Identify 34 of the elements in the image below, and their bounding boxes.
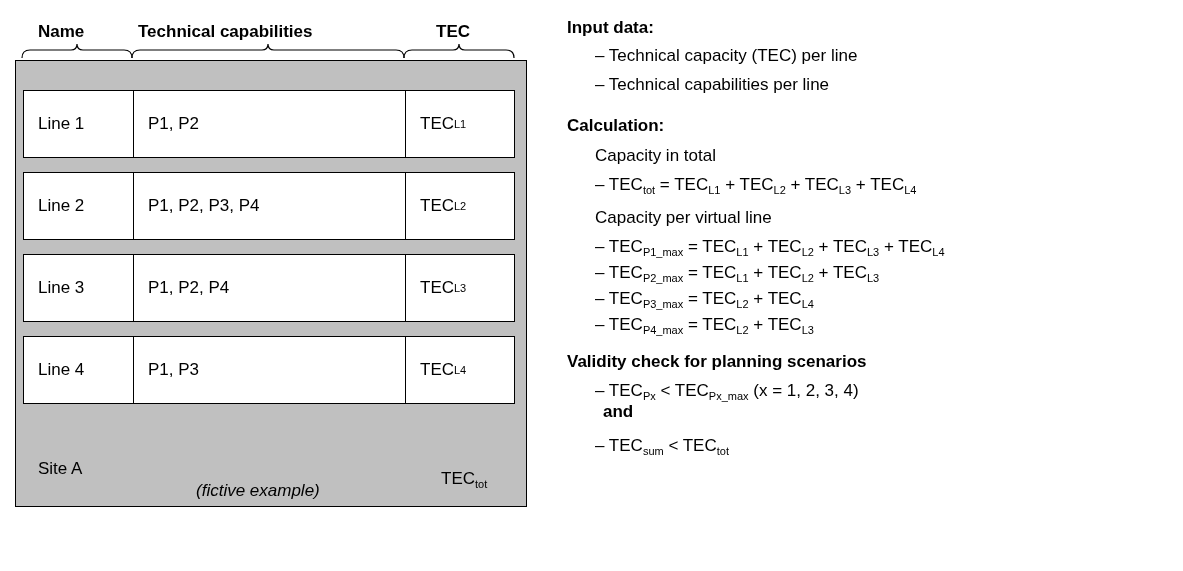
- line-name: Line 3: [24, 255, 134, 321]
- subheading: Capacity per virtual line: [595, 208, 772, 228]
- capability-list: P1, P2: [134, 91, 406, 157]
- formula: – TEC$_{P3_max}$ = TEC$_{L2}$ + TEC$_{L4}$: [595, 289, 814, 311]
- section-heading: Calculation:: [567, 116, 665, 136]
- site-name: Site A: [38, 459, 83, 479]
- line-name: Line 4: [24, 337, 134, 403]
- column-heading: Name: [38, 22, 85, 42]
- formula: – TEC$_{P1_max}$ = TEC$_{L1}$ + TEC$_{L2}$ + TEC$_{L3}$ + TEC$_{L4}$: [595, 237, 945, 259]
- section-heading: Validity check for planning scenarios: [567, 352, 867, 372]
- connector-word: and: [603, 402, 634, 422]
- capability-list: P1, P2, P3, P4: [134, 173, 406, 239]
- formula: – TEC$_{Px}$ < TEC$_{Px_max}$ (x = 1, 2, 3, 4): [595, 381, 859, 403]
- subheading: Capacity in total: [595, 146, 716, 166]
- column-heading: Technical capabilities: [138, 22, 313, 42]
- total-capacity: TEC$_{tot}$: [441, 469, 488, 491]
- line-name: Line 1: [24, 91, 134, 157]
- line-row: [23, 336, 515, 404]
- line-row: [23, 172, 515, 240]
- capability-list: P1, P3: [134, 337, 406, 403]
- list-item: – Technical capacity (TEC) per line: [595, 46, 858, 66]
- list-item: – Technical capabilities per line: [595, 75, 830, 95]
- formula: – TEC$_{tot}$ = TEC$_{L1}$ + TEC$_{L2}$ + TEC$_{L3}$ + TEC$_{L4}$: [595, 175, 917, 197]
- capability-list: P1, P2, P4: [134, 255, 406, 321]
- formula: – TEC$_{P4_max}$ = TEC$_{L2}$ + TEC$_{L3}$: [595, 315, 814, 337]
- column-heading: TEC: [436, 22, 470, 42]
- formula: – TEC$_{sum}$ < TEC$_{tot}$: [595, 436, 729, 458]
- line-name: Line 2: [24, 173, 134, 239]
- site-panel: [15, 60, 527, 507]
- line-row: [23, 254, 515, 322]
- formula: – TEC$_{P2_max}$ = TEC$_{L1}$ + TEC$_{L2}$ + TEC$_{L3}$: [595, 263, 880, 285]
- line-row: [23, 90, 515, 158]
- example-note: (fictive example): [196, 481, 320, 501]
- section-heading: Input data:: [567, 18, 654, 38]
